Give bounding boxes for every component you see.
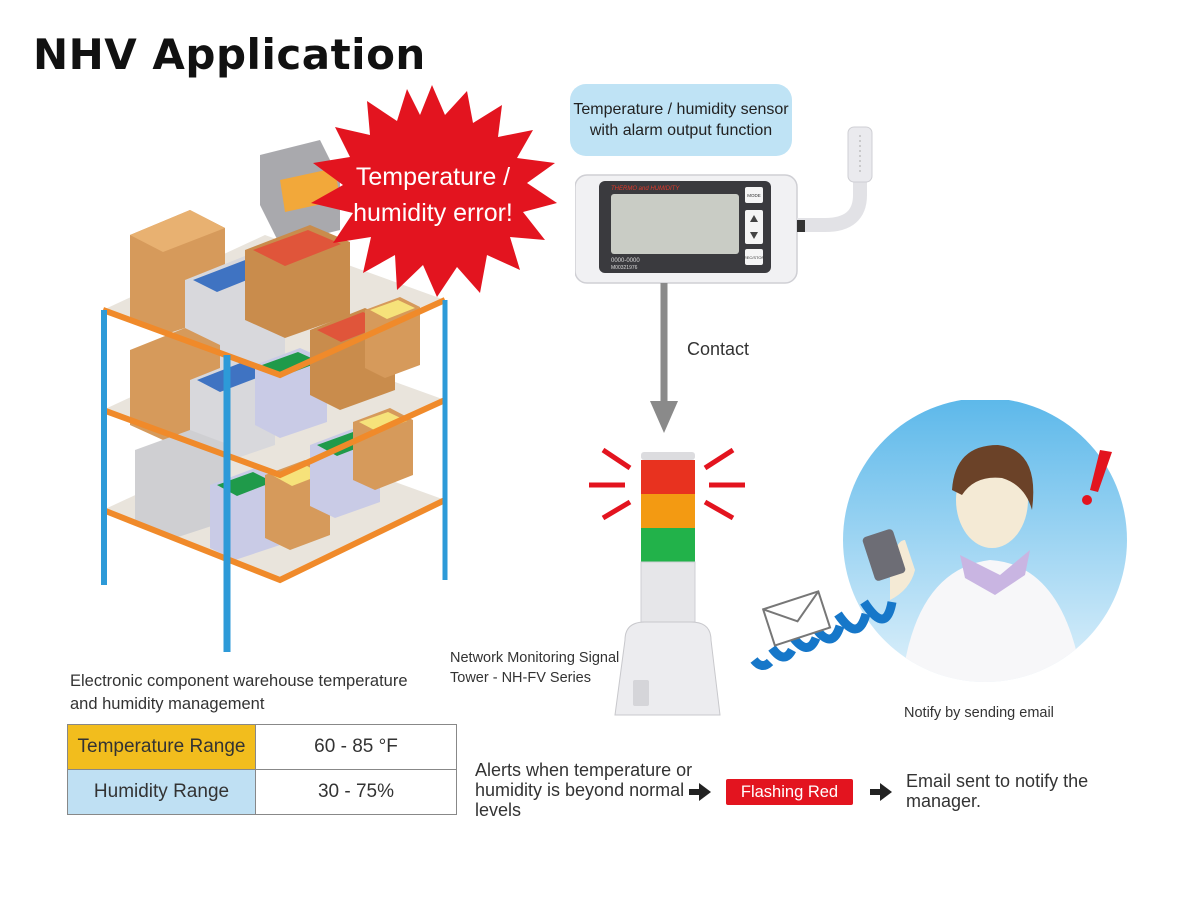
sensor-model: M00321976 [611,265,638,271]
tower-pole [640,561,696,623]
box-top [130,210,225,252]
flow-arrow-icon [689,783,711,801]
rec-stop-label: REC/STOP [744,255,765,260]
manager-body [900,560,1085,682]
tower-light-red [641,460,695,494]
tower-light-amber [641,494,695,528]
exclamation-icon [1090,450,1112,492]
phone-icon [862,529,906,581]
sensor-probe [847,126,873,183]
table-row: Humidity Range 30 - 75% [67,769,457,815]
manager-illustration [750,400,1127,682]
email-envelope-icon [761,590,832,647]
manager-collar [960,550,1030,595]
box-contents [262,352,320,376]
tower-caption: Network Monitoring Signal Tower - NH-FV … [450,650,620,686]
burst-text-line1: Temperature / [356,163,510,191]
up-down-button[interactable] [745,210,763,244]
signal-waves [750,599,897,670]
probe-cable [797,170,867,232]
shelf-beam [101,497,447,584]
grey-box [135,430,230,538]
box-contents [359,412,407,432]
mode-button[interactable] [745,187,763,203]
error-burst: Temperature / humidity error! [311,85,557,297]
contact-arrow [650,283,678,433]
box-contents [197,362,267,392]
box-contents [253,230,341,266]
warehouse-shelf-illustration [101,140,448,652]
box-contents [217,472,273,496]
page-title: NHV Application [33,30,426,79]
arrow-down-icon [650,401,678,433]
signal-tower [589,447,745,716]
shelf-beam [101,397,447,479]
cable-connector [797,220,805,232]
table-row: Temperature Range 60 - 85 °F [67,724,457,770]
email-caption: Notify by sending email [904,705,1054,721]
mode-button-label: MODE [747,193,761,198]
base-panel [633,680,649,706]
open-box-yellow [353,408,413,490]
down-arrow-icon [750,232,758,239]
sensor-device: THERMO and HUMIDITY 0000-0000 M00321976 … [575,126,873,284]
temperature-range-label: Temperature Range [67,724,256,770]
contact-label: Contact [687,339,750,359]
burst-shape [311,85,557,297]
temperature-range-value: 60 - 85 °F [255,724,457,770]
box-contents [370,300,415,319]
email-sent-text: Email sent to notify the manager. [906,771,1089,811]
humidity-range-label: Humidity Range [67,769,256,815]
shelf-beam [101,297,447,379]
humidity-range-value: 30 - 75% [255,769,457,815]
tower-light-green [641,528,695,562]
manager-hair [952,445,1034,510]
sensor-label: Temperature / humidity sensor with alarm… [570,84,792,156]
burst-text-line2: humidity error! [353,199,513,227]
alert-text: Alerts when temperature or humidity is b… [475,760,693,820]
sensor-brand: THERMO and HUMIDITY [611,186,680,192]
warehouse-caption: Electronic component warehouse temperatu… [70,672,408,713]
up-arrow-icon [750,215,758,222]
tower-cap [641,452,695,460]
rec-stop-button[interactable] [745,249,763,265]
flow-arrow-icon [870,783,892,801]
lcd-screen [611,194,739,254]
flash-rays [589,447,745,521]
exclamation-dot [1082,495,1092,505]
flashing-red-badge: Flashing Red [726,779,853,805]
sensor-serial: 0000-0000 [611,258,640,264]
range-table: Temperature Range 60 - 85 °F Humidity Ra… [67,724,457,815]
